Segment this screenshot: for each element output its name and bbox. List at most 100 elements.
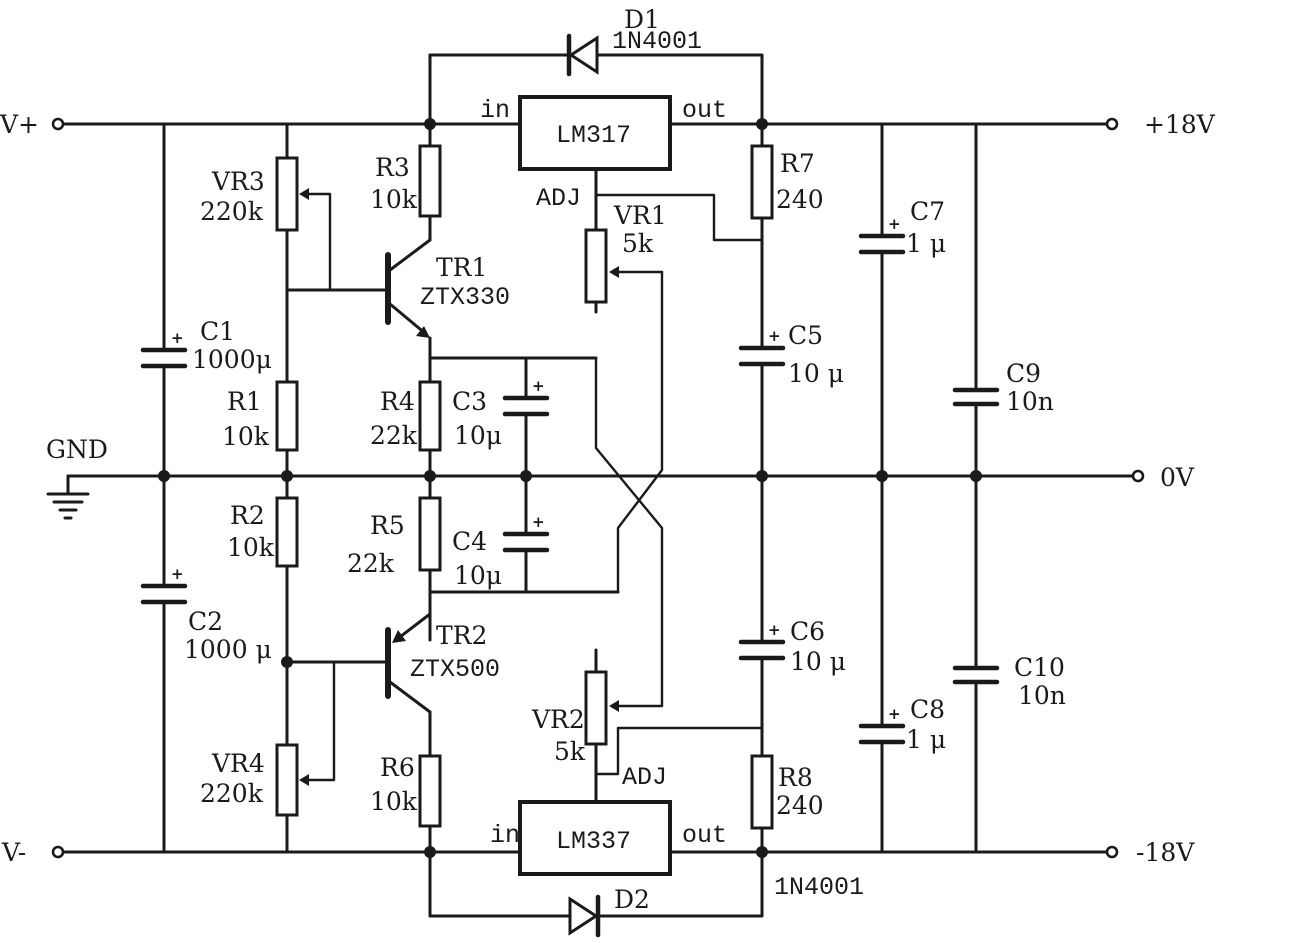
vr1-ref: VR1: [613, 201, 667, 230]
junction-dots: [158, 118, 982, 858]
resistor-r8-icon: [750, 754, 774, 830]
c2-value: 1000 μ: [184, 635, 272, 664]
c7-value: 1 μ: [906, 229, 946, 258]
r1-value: 10k: [222, 422, 270, 451]
d1-part: 1N4001: [612, 27, 702, 56]
r1-ref: R1: [227, 387, 262, 416]
vr1-value: 5k: [622, 229, 654, 258]
tr1-part: ZTX330: [420, 283, 510, 312]
potentiometer-vr1-icon: [584, 228, 664, 314]
d1-ref: D1: [624, 5, 660, 34]
label-out-neg: -18V: [1136, 838, 1195, 867]
capacitor-c10-icon: [952, 665, 1000, 685]
terminal-out-neg[interactable]: [1105, 845, 1119, 859]
potentiometer-vr3-icon: [275, 156, 332, 292]
lm337-adj: ADJ: [622, 763, 667, 792]
c4-ref: C4: [452, 527, 487, 556]
c5-ref: C5: [788, 321, 823, 350]
label-v-plus: V+: [0, 110, 39, 139]
capacitor-c7-icon: [858, 233, 906, 255]
c4-value: 10μ: [454, 561, 502, 590]
terminal-v-minus[interactable]: [51, 845, 65, 859]
c6-value: 10 μ: [790, 647, 846, 676]
cross-wire-lower: [616, 270, 664, 594]
c4-plus-mark: +: [532, 513, 545, 531]
lm337-out: out: [682, 821, 727, 850]
vr4-value: 220k: [200, 779, 264, 808]
r2-ref: R2: [230, 501, 265, 530]
c6-plus-mark: +: [768, 621, 781, 639]
r3-ref: R3: [375, 153, 410, 182]
lm317-adj: ADJ: [536, 184, 581, 213]
c8-plus-mark: +: [888, 705, 901, 723]
resistor-r3-icon: [418, 144, 442, 218]
r7-ref: R7: [780, 149, 815, 178]
vr3-ref: VR3: [211, 167, 265, 196]
r3-value: 10k: [370, 185, 418, 214]
c7-ref: C7: [910, 197, 945, 226]
resistor-r5-icon: [418, 496, 442, 572]
c1-ref: C1: [200, 317, 235, 346]
lm337-in: in: [490, 821, 520, 850]
label-v-minus: V-: [1, 838, 26, 867]
lm317-in: in: [480, 96, 510, 125]
terminal-out-pos[interactable]: [1105, 117, 1119, 131]
regulator-lm317: [518, 95, 672, 171]
tr1-ref: TR1: [436, 253, 487, 282]
resistor-r4-icon: [418, 380, 442, 452]
label-gnd: GND: [46, 435, 108, 464]
lm317-name: LM317: [556, 121, 631, 150]
r4-value: 22k: [370, 421, 418, 450]
capacitor-c2-icon: [140, 583, 188, 605]
c9-value: 10n: [1006, 387, 1054, 416]
capacitor-c8-icon: [858, 723, 906, 745]
r2-value: 10k: [227, 533, 275, 562]
capacitor-c1-icon: [140, 347, 188, 369]
transistor-tr1-icon: [385, 238, 432, 338]
vr4-ref: VR4: [211, 749, 265, 778]
c3-ref: C3: [452, 387, 487, 416]
c1-plus-mark: +: [171, 329, 184, 347]
tr2-part: ZTX500: [410, 655, 500, 684]
c10-value: 10n: [1018, 681, 1066, 710]
lm317-out: out: [682, 96, 727, 125]
r8-value: 240: [776, 791, 824, 820]
potentiometer-vr4-icon: [275, 660, 336, 817]
resistor-r2-icon: [275, 496, 299, 568]
r7-value: 240: [776, 185, 824, 214]
capacitor-c5-icon: [738, 345, 786, 367]
regulator-lm337: [518, 800, 672, 876]
capacitor-c6-icon: [738, 639, 786, 661]
potentiometer-vr2-icon: [584, 670, 664, 746]
cross-wire-upper: [594, 356, 664, 708]
r5-value: 22k: [347, 549, 395, 578]
c8-value: 1 μ: [906, 725, 946, 754]
vr2-ref: VR2: [531, 705, 585, 734]
diode-d1-icon: [428, 33, 764, 126]
resistor-r7-icon: [750, 144, 774, 220]
c3-value: 10μ: [454, 421, 502, 450]
resistor-r6-icon: [418, 754, 442, 828]
capacitor-c4-icon: [502, 531, 550, 553]
c6-ref: C6: [790, 617, 825, 646]
lm337-name: LM337: [556, 827, 631, 856]
capacitor-c9-icon: [952, 387, 1000, 407]
c7-plus-mark: +: [888, 215, 901, 233]
terminal-v-plus[interactable]: [51, 117, 65, 131]
label-out-pos: +18V: [1144, 110, 1216, 139]
vr3-value: 220k: [200, 197, 264, 226]
d2-part: 1N4001: [774, 873, 864, 902]
r5-ref: R5: [370, 511, 405, 540]
label-out-zero: 0V: [1160, 463, 1195, 492]
diode-d2-icon: [428, 850, 764, 938]
d2-ref: D2: [614, 885, 650, 914]
c5-plus-mark: +: [768, 327, 781, 345]
c2-plus-mark: +: [171, 565, 184, 583]
c2-ref: C2: [188, 607, 223, 636]
terminal-out-zero[interactable]: [1131, 469, 1145, 483]
r8-ref: R8: [778, 763, 813, 792]
r4-ref: R4: [380, 387, 415, 416]
c8-ref: C8: [910, 695, 945, 724]
tr2-ref: TR2: [436, 621, 487, 650]
